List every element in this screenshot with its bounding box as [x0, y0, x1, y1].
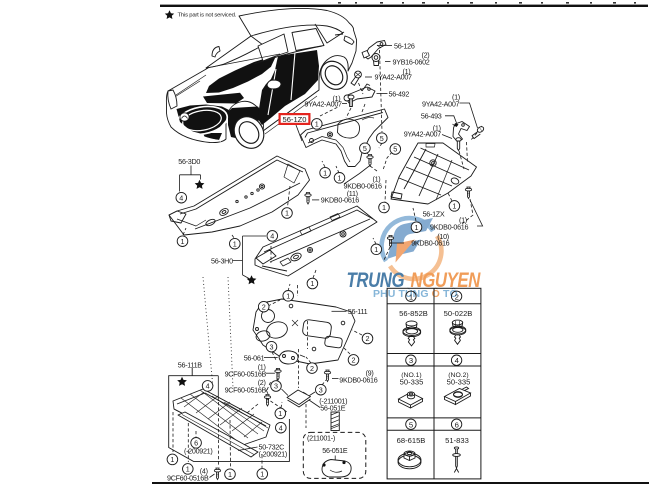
- svg-text:2: 2: [455, 292, 459, 301]
- svg-text:NGUYEN: NGUYEN: [411, 269, 482, 292]
- svg-text:(-200921): (-200921): [184, 446, 212, 455]
- svg-text:1: 1: [315, 120, 319, 129]
- svg-text:9YA42-A007: 9YA42-A007: [305, 99, 343, 108]
- svg-text:9KDB0-0616: 9KDB0-0616: [430, 223, 468, 232]
- svg-text:9CF60-0516B: 9CF60-0516B: [225, 386, 267, 395]
- svg-text:9CF60-0516B: 9CF60-0516B: [225, 369, 267, 378]
- svg-text:(1): (1): [333, 94, 341, 103]
- svg-text:9YA42-A007: 9YA42-A007: [375, 73, 413, 82]
- svg-text:(1): (1): [433, 123, 441, 132]
- svg-text:(-200921): (-200921): [259, 449, 287, 458]
- svg-text:9KDB0-0616: 9KDB0-0616: [411, 239, 449, 248]
- svg-text:1: 1: [286, 292, 290, 301]
- svg-text:1: 1: [323, 168, 327, 177]
- svg-text:1: 1: [285, 209, 289, 218]
- svg-text:9KDB0-0616: 9KDB0-0616: [339, 375, 377, 384]
- svg-text:9YB16-0602: 9YB16-0602: [393, 57, 430, 66]
- svg-text:(9): (9): [366, 369, 374, 378]
- svg-text:4: 4: [206, 382, 210, 391]
- svg-text:TRUNG: TRUNG: [347, 269, 405, 292]
- svg-text:5: 5: [409, 420, 413, 429]
- svg-text:5: 5: [393, 145, 397, 154]
- svg-text:1: 1: [228, 470, 232, 479]
- svg-text:1: 1: [338, 174, 342, 183]
- svg-text:50-022B: 50-022B: [444, 309, 473, 318]
- svg-text:56-051E: 56-051E: [320, 403, 346, 412]
- svg-text:68-615B: 68-615B: [397, 436, 426, 445]
- svg-text:(NO.1): (NO.1): [401, 372, 421, 379]
- svg-text:6: 6: [194, 439, 198, 448]
- svg-text:56-061: 56-061: [244, 354, 265, 363]
- svg-text:(1): (1): [459, 216, 467, 225]
- svg-text:56-852B: 56-852B: [399, 309, 428, 318]
- svg-text:50-335: 50-335: [400, 378, 424, 387]
- svg-text:1: 1: [374, 245, 378, 254]
- svg-text:9KDB0-0616: 9KDB0-0616: [344, 181, 382, 190]
- svg-text:1: 1: [415, 223, 419, 232]
- svg-text:56-126: 56-126: [394, 41, 415, 50]
- svg-text:2: 2: [352, 356, 356, 365]
- svg-text:56-111: 56-111: [348, 307, 368, 316]
- svg-text:4: 4: [179, 193, 183, 202]
- svg-text:9YA42-A007: 9YA42-A007: [422, 99, 460, 108]
- svg-text:1: 1: [310, 279, 314, 288]
- svg-text:1: 1: [233, 239, 237, 248]
- svg-text:56-051E: 56-051E: [322, 446, 348, 455]
- svg-text:2: 2: [262, 302, 266, 311]
- svg-text:(1): (1): [403, 67, 411, 76]
- svg-text:1: 1: [170, 455, 174, 464]
- svg-text:3: 3: [274, 382, 278, 391]
- svg-text:9CF60-0516B: 9CF60-0516B: [167, 473, 209, 482]
- svg-text:1: 1: [452, 202, 456, 211]
- svg-text:4: 4: [270, 232, 274, 241]
- svg-text:1: 1: [382, 203, 386, 212]
- svg-text:5: 5: [363, 144, 367, 153]
- svg-text:50-335: 50-335: [447, 378, 471, 387]
- svg-text:(-211001): (-211001): [319, 396, 347, 405]
- svg-text:(211001-): (211001-): [307, 434, 335, 443]
- svg-text:3: 3: [409, 356, 413, 365]
- svg-text:56-493: 56-493: [421, 111, 442, 120]
- svg-text:1: 1: [409, 292, 413, 301]
- svg-text:3: 3: [319, 385, 323, 394]
- svg-text:(1): (1): [258, 362, 266, 371]
- svg-text:(10): (10): [437, 232, 449, 241]
- svg-text:2: 2: [310, 364, 314, 373]
- svg-text:(1): (1): [373, 175, 381, 184]
- svg-text:4: 4: [279, 423, 283, 432]
- svg-text:56-492: 56-492: [389, 89, 410, 98]
- svg-text:(4): (4): [200, 466, 208, 475]
- svg-text:56-3H0: 56-3H0: [211, 256, 233, 265]
- svg-text:(1): (1): [452, 93, 460, 102]
- svg-text:6: 6: [455, 420, 459, 429]
- svg-text:56-111B: 56-111B: [178, 360, 203, 369]
- svg-text:9YA42-A007: 9YA42-A007: [404, 130, 442, 139]
- svg-text:56-1Z0: 56-1Z0: [282, 115, 306, 124]
- svg-text:1: 1: [278, 409, 282, 418]
- svg-text:5: 5: [380, 134, 384, 143]
- svg-text:(11): (11): [347, 189, 358, 198]
- svg-text:4: 4: [455, 356, 460, 365]
- svg-text:2: 2: [366, 334, 370, 343]
- svg-text:1: 1: [186, 465, 190, 474]
- svg-text:51-833: 51-833: [445, 436, 469, 445]
- svg-text:1: 1: [260, 470, 264, 479]
- svg-text:(2): (2): [422, 51, 430, 60]
- svg-text:This part is not serviced.: This part is not serviced.: [178, 12, 237, 18]
- svg-text:3: 3: [270, 342, 274, 351]
- svg-text:(NO.2): (NO.2): [448, 372, 468, 379]
- svg-text:50-732C: 50-732C: [259, 443, 285, 452]
- svg-text:(2): (2): [258, 378, 266, 387]
- svg-text:9KDB0-0616: 9KDB0-0616: [321, 196, 359, 205]
- svg-text:56-3D0: 56-3D0: [178, 157, 200, 166]
- svg-text:56-1ZX: 56-1ZX: [423, 209, 445, 218]
- svg-text:1: 1: [181, 237, 185, 246]
